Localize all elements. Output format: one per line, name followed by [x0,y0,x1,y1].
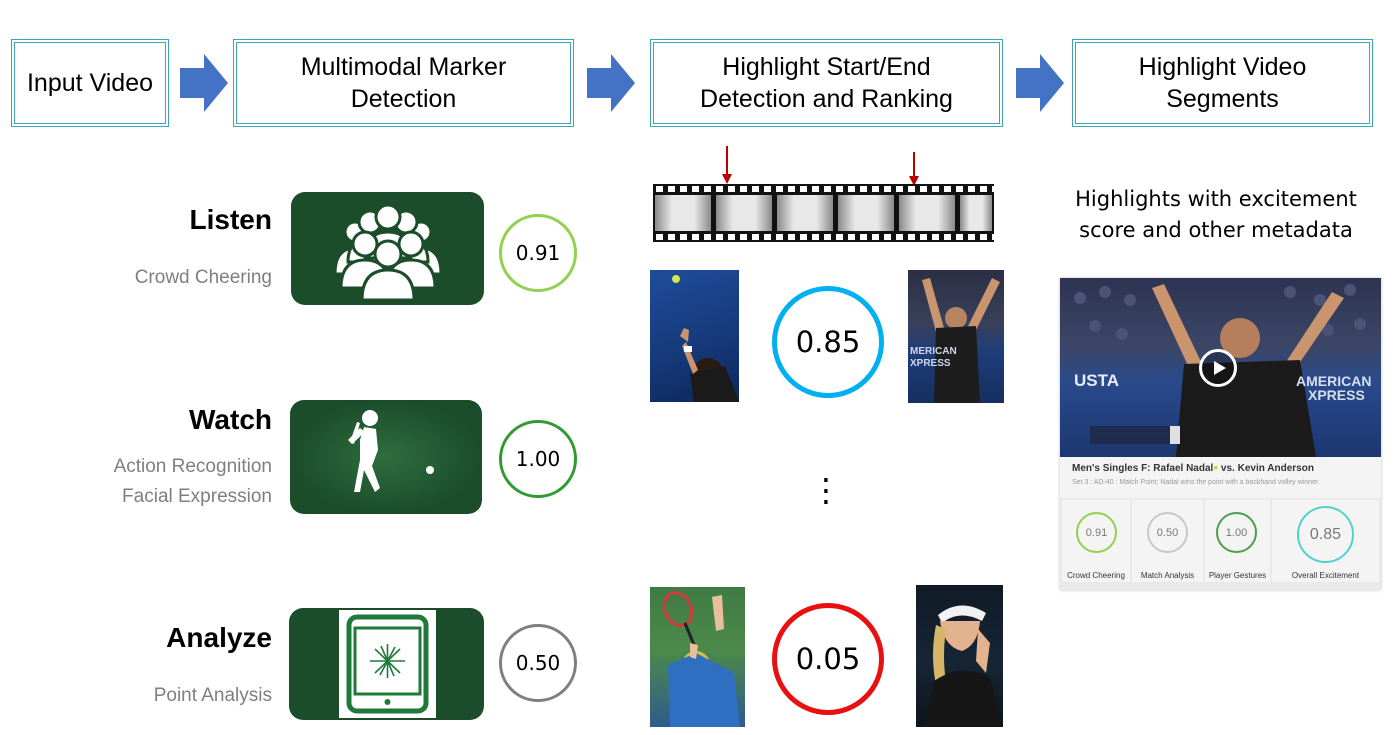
player-photo-frustrated [916,585,1003,727]
right-arrow-icon [1016,54,1064,112]
metric-overall-excitement: 0.85 Overall Excitement [1272,500,1379,582]
player-photo-serve-female [650,587,745,727]
highlight-title: Men's Singles F: Rafael Nadal● vs. Kevin… [1072,463,1314,474]
metric-label: Overall Excitement [1291,571,1360,580]
marker-down-arrow-icon [722,146,732,184]
metric-value: 0.91 [1085,526,1108,539]
highlight-subtitle: Set 3 : AD-40 : Match Point; Nadal wins … [1072,479,1320,486]
marker-subtitle: Facial Expression [122,486,272,507]
vertical-ellipsis: ⋮ [810,471,842,509]
play-icon [1214,361,1226,375]
marker-analyze-text: Analyze Point Analysis [60,620,272,720]
metric-ring: 1.00 [1216,512,1257,553]
filmstrip-icon [653,184,994,242]
sponsor-text: AMERICAN [1296,373,1371,389]
metric-ring: 0.85 [1297,506,1354,563]
sponsor-text: XPRESS [1308,387,1365,403]
highlight-info: Men's Singles F: Rafael Nadal● vs. Kevin… [1060,457,1381,498]
bottom-score-ring: 0.05 [772,603,884,715]
metric-value: 1.00 [1225,526,1248,539]
score-value: 1.00 [515,447,561,471]
pipeline-step-label: Highlight Video Segments [1138,53,1307,113]
right-arrow-icon [587,54,635,112]
score-value: 0.50 [515,651,561,675]
metric-ring: 0.50 [1147,512,1188,553]
highlight-title-prefix: Men's Singles F: Rafael Nadal [1072,463,1214,474]
pipeline-step-label: Multimodal Marker Detection [300,53,507,113]
bottom-score-value: 0.05 [795,642,861,676]
right-arrow-icon [180,54,228,112]
pipeline-step-label: Input Video [26,69,154,97]
metric-crowd-cheering: 0.91 Crowd Cheering [1062,500,1130,582]
svg-text:XPRESS: XPRESS [910,358,951,369]
highlight-video-thumbnail[interactable]: USTA AMERICAN XPRESS [1060,278,1381,457]
marker-title: Listen [189,204,272,235]
tablet-analysis-icon [289,608,484,720]
output-caption: Highlights with excitement score and oth… [1075,187,1357,242]
metric-label: Crowd Cheering [1067,571,1125,580]
score-ring: 1.00 [499,420,577,498]
metric-value: 0.50 [1156,526,1179,539]
score-ring: 0.91 [499,214,577,292]
metric-ring: 0.91 [1076,512,1117,553]
golfer-icon [290,400,482,514]
pipeline-step-label: Highlight Start/End Detection and Rankin… [700,53,953,113]
score-ring: 0.50 [499,624,577,702]
pipeline-step-start-end-ranking: Highlight Start/End Detection and Rankin… [650,39,1003,127]
metric-value: 0.85 [1309,525,1342,543]
top-score-value: 0.85 [795,325,861,359]
marker-title: Watch [189,404,272,435]
star-icon: ● [1213,463,1219,472]
marker-subtitle: Point Analysis [153,685,272,706]
score-value: 0.91 [515,241,561,265]
metric-match-analysis: 0.50 Match Analysis [1132,500,1203,582]
marker-subtitle: Action Recognition [113,456,272,477]
highlight-card[interactable]: USTA AMERICAN XPRESS Men's Singles F: Ra… [1060,278,1381,590]
metric-label: Match Analysis [1140,571,1195,580]
player-photo-celebration: MERICAN XPRESS [908,270,1004,403]
pipeline-step-input-video: Input Video [11,39,169,127]
play-button[interactable] [1199,349,1237,387]
metric-player-gestures: 1.00 Player Gestures [1205,500,1270,582]
marker-subtitle: Crowd Cheering [134,267,272,288]
marker-title: Analyze [166,622,272,653]
usta-logo-text: USTA [1074,371,1119,390]
top-score-ring: 0.85 [772,286,884,398]
marker-watch-text: Watch Action Recognition Facial Expressi… [60,400,272,515]
highlight-title-suffix: vs. Kevin Anderson [1218,463,1314,474]
pipeline-step-marker-detection: Multimodal Marker Detection [233,39,574,127]
player-photo-serve [650,270,739,402]
marker-listen-text: Listen Crowd Cheering [60,202,272,302]
svg-text:MERICAN: MERICAN [910,346,957,357]
pipeline-step-highlight-segments: Highlight Video Segments [1072,39,1373,127]
crowd-icon [291,192,484,305]
metric-label: Player Gestures [1208,571,1267,580]
marker-down-arrow-icon [909,152,919,186]
